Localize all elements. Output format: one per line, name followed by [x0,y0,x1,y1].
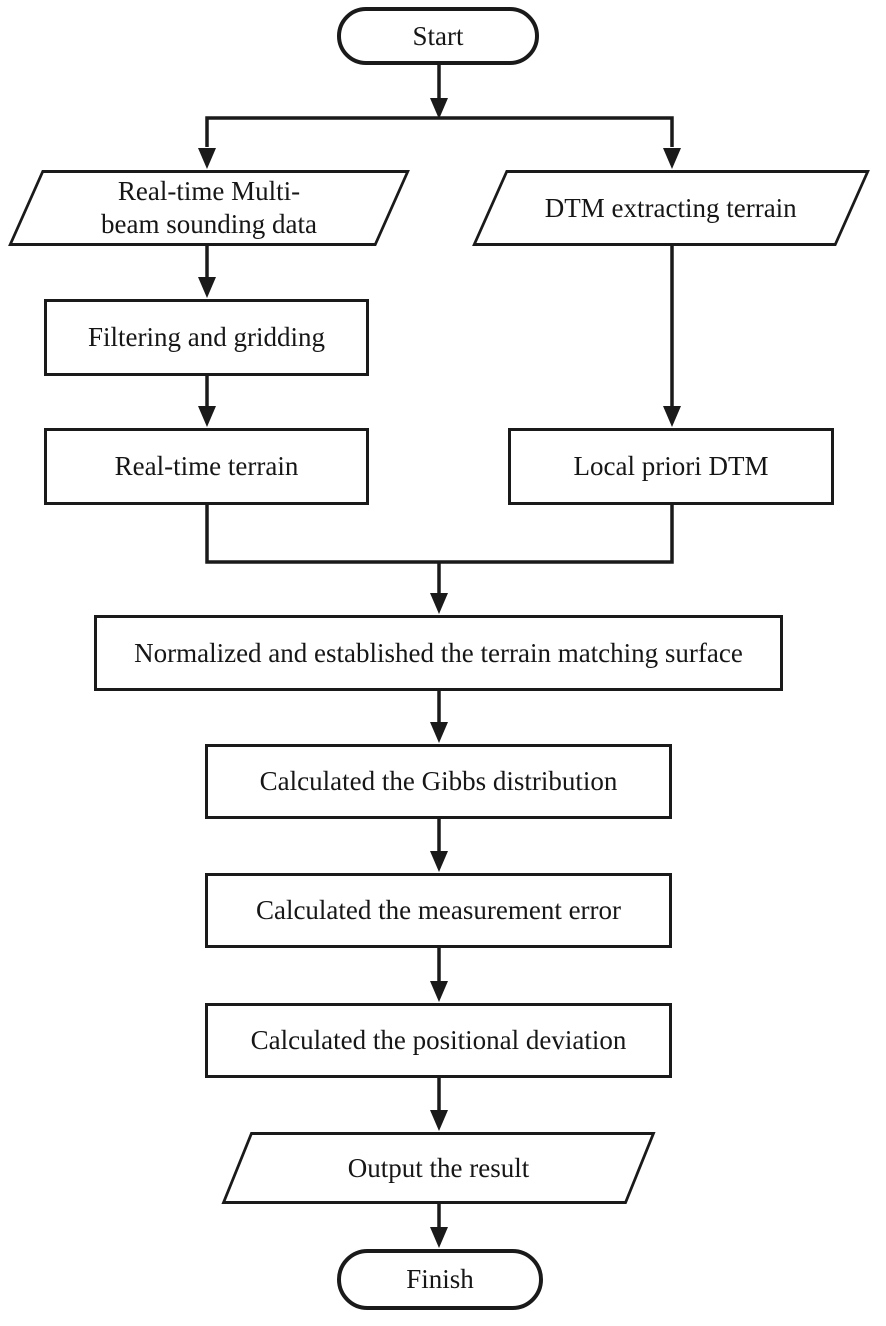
node-start-label: Start [412,20,464,51]
node-dtm-extracting-terrain: DTM extracting terrain [472,170,870,246]
node-realtime-terrain: Real-time terrain [44,428,369,505]
node-positional-deviation: Calculated the positional deviation [205,1003,672,1078]
node-filtering-gridding: Filtering and gridding [44,299,369,376]
node-gibbs-distribution-label: Calculated the Gibbs distribution [259,766,618,796]
node-local-priori-dtm-label: Local priori DTM [573,451,769,481]
node-measurement-error-label: Calculated the measurement error [255,895,622,925]
node-normalized-surface: Normalized and established the terrain m… [94,615,783,691]
node-gibbs-distribution: Calculated the Gibbs distribution [205,744,672,819]
node-realtime-multibeam-data-label: Real-time Multi- beam sounding data [101,175,317,241]
node-normalized-surface-label: Normalized and established the terrain m… [134,637,743,668]
node-output-result: Output the result [221,1132,656,1204]
node-output-result-label: Output the result [347,1152,530,1183]
node-local-priori-dtm: Local priori DTM [508,428,834,505]
node-dtm-extracting-terrain-label: DTM extracting terrain [545,192,797,223]
multibeam-label-line1: Real-time Multi- [117,176,301,206]
node-start: Start [337,7,539,65]
multibeam-label-line2: beam sounding data [101,209,317,239]
node-realtime-terrain-label: Real-time terrain [114,451,299,481]
node-finish: Finish [337,1249,543,1310]
node-realtime-multibeam-data: Real-time Multi- beam sounding data [8,170,410,246]
node-positional-deviation-label: Calculated the positional deviation [250,1025,627,1055]
node-filtering-gridding-label: Filtering and gridding [88,322,325,352]
node-measurement-error: Calculated the measurement error [205,873,672,948]
node-finish-label: Finish [406,1264,474,1294]
